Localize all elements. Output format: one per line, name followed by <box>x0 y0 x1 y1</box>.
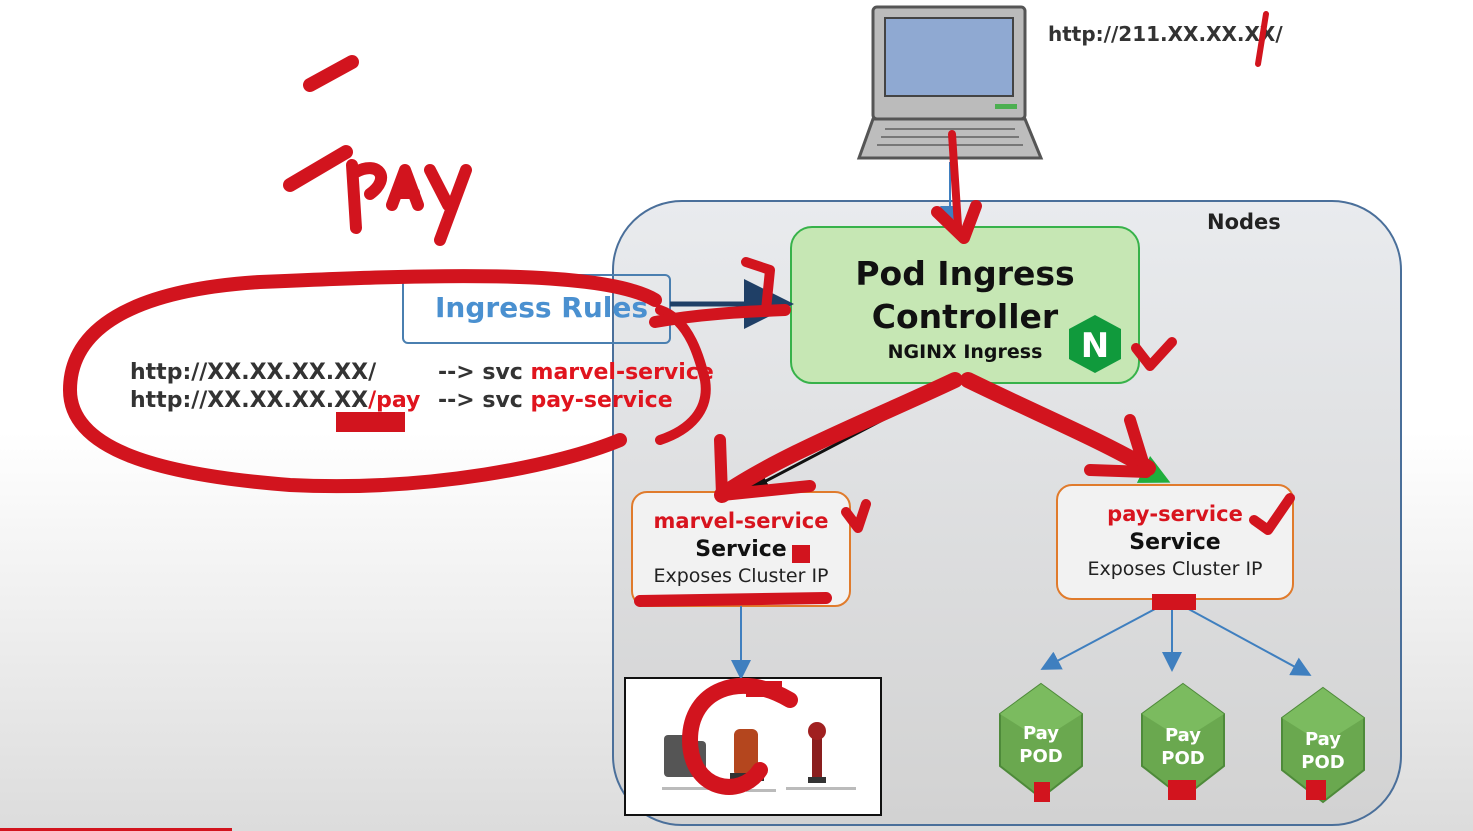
pay-pod-label: Pay POD <box>1138 724 1228 770</box>
pod-line2: POD <box>1301 752 1345 773</box>
controller-title-line2: Controller <box>871 297 1059 336</box>
pod-line2: POD <box>1019 746 1063 767</box>
laptop-icon <box>856 5 1044 160</box>
pay-to-pod1-arrow <box>1040 599 1173 670</box>
pod-line2: POD <box>1161 748 1205 769</box>
controller-to-pay-arrow <box>964 380 1171 483</box>
controller-to-marvel-arrow <box>739 380 956 495</box>
service-description: Exposes Cluster IP <box>1087 558 1263 580</box>
pay-to-pod3-arrow <box>1171 599 1312 676</box>
nginx-logo-icon: N <box>1069 315 1121 373</box>
pay-pod-icon <box>1281 686 1365 804</box>
pay-pod-label: Pay POD <box>996 722 1086 768</box>
service-box-marvel: marvel-service Service Exposes Cluster I… <box>631 491 851 607</box>
pod-line1: Pay <box>1022 723 1060 744</box>
nginx-logo-letter: N <box>1081 326 1109 366</box>
service-name: pay-service <box>1107 502 1243 526</box>
controller-title-line1: Pod Ingress <box>855 254 1075 293</box>
controller-title: Pod Ingress Controller <box>792 252 1138 338</box>
pod-line1: Pay <box>1304 729 1342 750</box>
service-description: Exposes Cluster IP <box>653 565 829 587</box>
pay-pod-label: Pay POD <box>1278 728 1368 774</box>
service-name: marvel-service <box>653 509 829 533</box>
service-type: Service <box>1129 530 1221 555</box>
controller-subtitle: NGINX Ingress <box>887 341 1043 363</box>
service-type: Service <box>695 537 787 562</box>
nodes-label: Nodes <box>1207 210 1281 234</box>
pod-line1: Pay <box>1164 725 1202 746</box>
laptop-url: http://211.XX.XX.XX/ <box>1048 22 1283 46</box>
